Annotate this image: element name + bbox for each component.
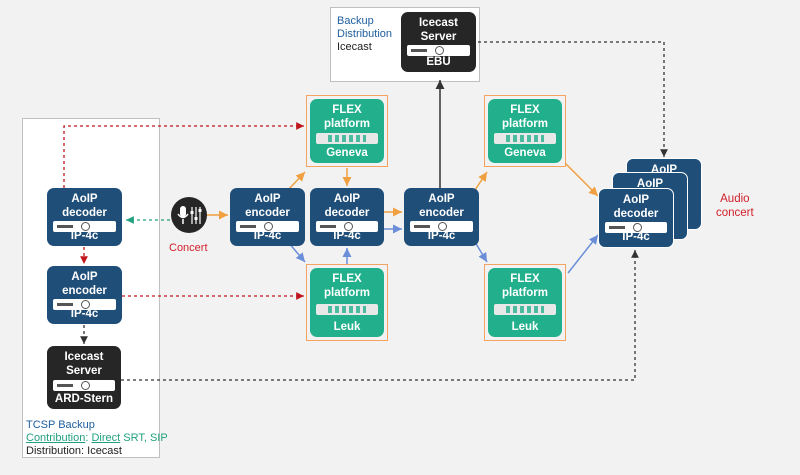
node-line2: platform (502, 118, 548, 130)
server-icon (407, 45, 470, 56)
aoip-decoder-front: AoIP decoder IP-4c (598, 188, 674, 248)
node-tag: IP-4c (333, 230, 361, 242)
flex-leuk-1-frame (306, 264, 388, 341)
node-tag: EBU (426, 56, 451, 68)
node-line1: AoIP (71, 271, 98, 283)
node-tag: IP-4c (70, 230, 99, 242)
tcsp-distribution: Distribution: Icecast (26, 445, 122, 457)
node-tag: Leuk (333, 321, 361, 333)
flex-platform-geneva-2: FLEX platform Geneva (488, 99, 562, 163)
flex-geneva-1-frame (306, 95, 388, 167)
node-tag: ARD-Stern (54, 393, 114, 405)
node-line1: AoIP (71, 193, 98, 205)
platform-icon (316, 133, 378, 144)
node-line1: FLEX (332, 273, 362, 285)
flex-leuk-2-frame (484, 264, 566, 341)
audio-concert-line2: concert (716, 207, 754, 219)
node-line1: AoIP (333, 193, 361, 205)
backup-distribution-text: Backup Distribution Icecast (337, 15, 392, 54)
node-line1: Icecast (64, 351, 104, 363)
node-tag: Leuk (511, 321, 539, 333)
audio-concert-label: Audio concert (716, 192, 754, 220)
backup-line2: Distribution (337, 28, 393, 40)
aoip-decoder-left: AoIP decoder IP-4c (47, 188, 122, 246)
node-line1: AoIP (254, 193, 281, 205)
node-tag: Geneva (326, 147, 368, 159)
node-line1: FLEX (332, 104, 362, 116)
node-line2: Server (66, 365, 102, 377)
flex-platform-geneva-1: FLEX platform Geneva (310, 99, 384, 163)
node-line2: platform (324, 118, 370, 130)
icecast-server-ebu: Icecast Server EBU (401, 12, 476, 72)
audio-concert-line1: Audio (720, 193, 750, 205)
node-line2: decoder (324, 207, 370, 219)
device-icon (605, 222, 667, 233)
aoip-decoder-mid: AoIP decoder IP-4c (310, 188, 384, 246)
tcsp-contribution-direct: Direct (91, 432, 121, 444)
device-icon (236, 221, 299, 232)
line-enc2-leuk2 (474, 241, 488, 263)
node-line2: encoder (245, 207, 290, 219)
node-tag: IP-4c (427, 230, 456, 242)
aoip-encoder-1: AoIP encoder IP-4c (230, 188, 305, 246)
tcsp-contribution-label: Contribution (26, 432, 86, 444)
icecast-server-ard: Icecast Server ARD-Stern (47, 346, 121, 409)
line-red-top (63, 122, 304, 188)
node-tag: IP-4c (622, 231, 650, 243)
node-line1: AoIP (428, 193, 455, 205)
node-tag: IP-4c (253, 230, 282, 242)
platform-icon (494, 133, 556, 144)
line-enc2-geneva2 (474, 171, 488, 191)
device-icon (53, 221, 116, 232)
node-line1: FLEX (510, 104, 540, 116)
line-leuk2-decoders (567, 234, 599, 274)
platform-icon (316, 304, 378, 315)
node-line1: AoIP (636, 178, 664, 190)
line-geneva2-decoders (564, 162, 599, 197)
node-line2: decoder (613, 208, 659, 220)
flex-platform-leuk-2: FLEX platform Leuk (488, 268, 562, 337)
backup-line3: Icecast (337, 41, 372, 53)
line-ard-decoders (121, 250, 639, 381)
node-line2: decoder (62, 207, 107, 219)
platform-icon (494, 304, 556, 315)
device-icon (53, 299, 116, 310)
tcsp-contribution-protocols: SRT, SIP (120, 432, 168, 444)
node-line2: encoder (62, 285, 107, 297)
tcsp-contribution-sep: : (85, 432, 92, 444)
node-tag: IP-4c (70, 308, 99, 320)
flex-geneva-2-frame (484, 95, 566, 167)
tcsp-title: TCSP Backup (26, 419, 95, 431)
node-line1: AoIP (622, 194, 650, 206)
node-line2: Server (420, 31, 457, 43)
node-line1: Icecast (418, 17, 458, 29)
node-line2: platform (502, 287, 548, 299)
node-line1: FLEX (510, 273, 540, 285)
server-icon (53, 380, 115, 391)
backup-line1: Backup (337, 15, 374, 27)
node-line2: platform (324, 287, 370, 299)
aoip-encoder-2: AoIP encoder IP-4c (404, 188, 479, 246)
line-ebu-decoders (478, 41, 668, 157)
line-enc1-geneva1 (287, 171, 306, 191)
aoip-encoder-left: AoIP encoder IP-4c (47, 266, 122, 324)
concert-label: Concert (169, 242, 208, 254)
node-tag: Geneva (504, 147, 546, 159)
device-icon (410, 221, 473, 232)
tcsp-backup-text: TCSP Backup Contribution: Direct SRT, SI… (26, 419, 168, 458)
microphone-mixer-icon (171, 197, 207, 233)
flex-platform-leuk-1: FLEX platform Leuk (310, 268, 384, 337)
node-line2: encoder (419, 207, 464, 219)
device-icon (316, 221, 378, 232)
